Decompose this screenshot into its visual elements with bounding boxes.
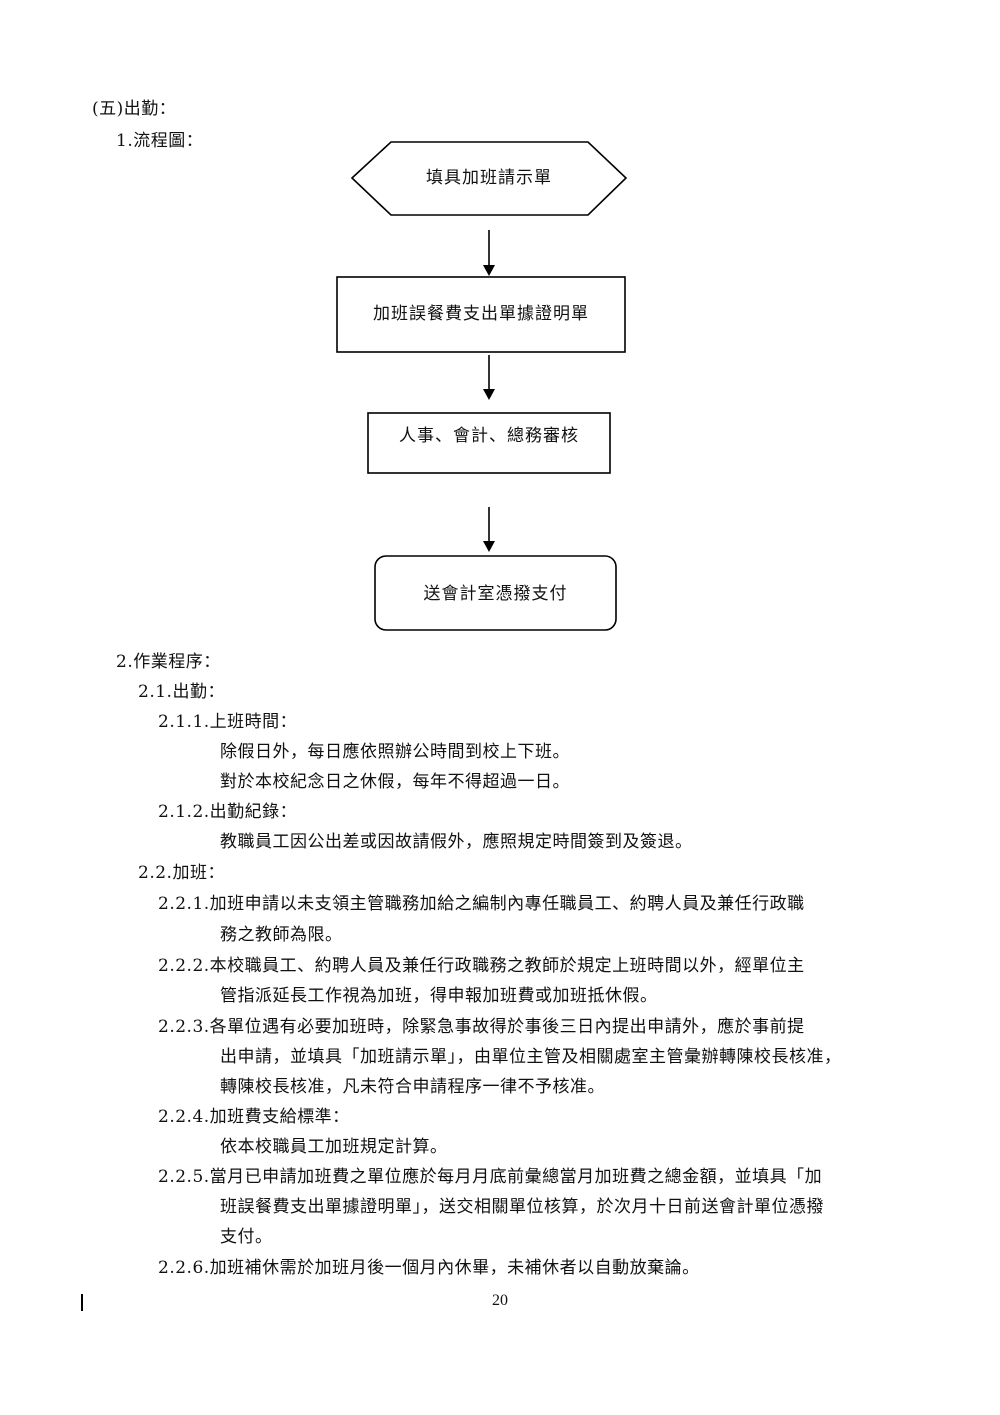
section-heading: (五)出勤：: [92, 99, 177, 119]
item-overtime-pay-standard: 2.2.4.加班費支給標準：: [158, 1107, 350, 1127]
revision-margin-bar: [81, 1294, 83, 1311]
text-paragraph: 除假日外，每日應依照辦公時間到校上下班。: [220, 742, 570, 762]
item-attendance-record: 2.1.2.出勤紀錄：: [158, 802, 298, 822]
item-compensatory-leave: 2.2.6.加班補休需於加班月後一個月內休畢，未補休者以自動放棄論。: [158, 1258, 700, 1278]
flowchart-process-shape-1: [336, 276, 626, 353]
text-paragraph: 出申請，並填具「加班請示單」，由單位主管及相關處室主管彙辦轉陳校長核准，: [220, 1047, 842, 1067]
flowchart-start-shape: [350, 141, 628, 216]
text-paragraph: 支付。: [220, 1227, 273, 1247]
flowchart-step-meal-certificate: 加班誤餐費支出單據證明單: [373, 304, 589, 324]
flowchart-arrowhead-1: [483, 265, 495, 276]
subsection-overtime: 2.2.加班：: [138, 863, 225, 883]
flowchart-heading: 1.流程圖：: [116, 131, 204, 151]
flowchart-end-shape: [374, 555, 617, 631]
flowchart-step-fill-form: 填具加班請示單: [426, 168, 552, 188]
item-overtime-eligibility: 2.2.1.加班申請以未支領主管職務加給之編制內專任職員工、約聘人員及兼任行政職: [158, 894, 805, 914]
text-paragraph: 依本校職員工加班規定計算。: [220, 1137, 448, 1157]
flowchart-process-shape-2: [367, 412, 611, 474]
flowchart-step-review: 人事、會計、總務審核: [399, 426, 579, 446]
text-paragraph: 對於本校紀念日之休假，每年不得超過一日。: [220, 772, 570, 792]
procedures-heading: 2.作業程序：: [116, 652, 221, 672]
flowchart-arrowhead-3: [483, 541, 495, 552]
text-paragraph: 教職員工因公出差或因故請假外，應照規定時間簽到及簽退。: [220, 832, 693, 852]
item-overtime-monthly-claim: 2.2.5.當月已申請加班費之單位應於每月月底前彙總當月加班費之總金額，並填具「…: [158, 1167, 823, 1187]
item-overtime-definition: 2.2.2.本校職員工、約聘人員及兼任行政職務之教師於規定上班時間以外，經單位主: [158, 956, 805, 976]
text-paragraph: 班誤餐費支出單據證明單」，送交相關單位核算，於次月十日前送會計單位憑撥: [220, 1197, 824, 1217]
subsection-attendance: 2.1.出勤：: [138, 682, 225, 702]
page-number: 20: [492, 1292, 508, 1309]
flowchart: [336, 141, 628, 631]
item-working-hours: 2.1.1.上班時間：: [158, 712, 298, 732]
text-paragraph: 務之教師為限。: [220, 925, 343, 945]
text-paragraph: 轉陳校長核准，凡未符合申請程序一律不予核准。: [220, 1077, 605, 1097]
flowchart-step-payment: 送會計室憑撥支付: [423, 584, 568, 604]
item-overtime-application: 2.2.3.各單位遇有必要加班時，除緊急事故得於事後三日內提出申請外，應於事前提: [158, 1017, 805, 1037]
text-paragraph: 管指派延長工作視為加班，得申報加班費或加班抵休假。: [220, 986, 658, 1006]
flowchart-arrowhead-2: [483, 389, 495, 400]
